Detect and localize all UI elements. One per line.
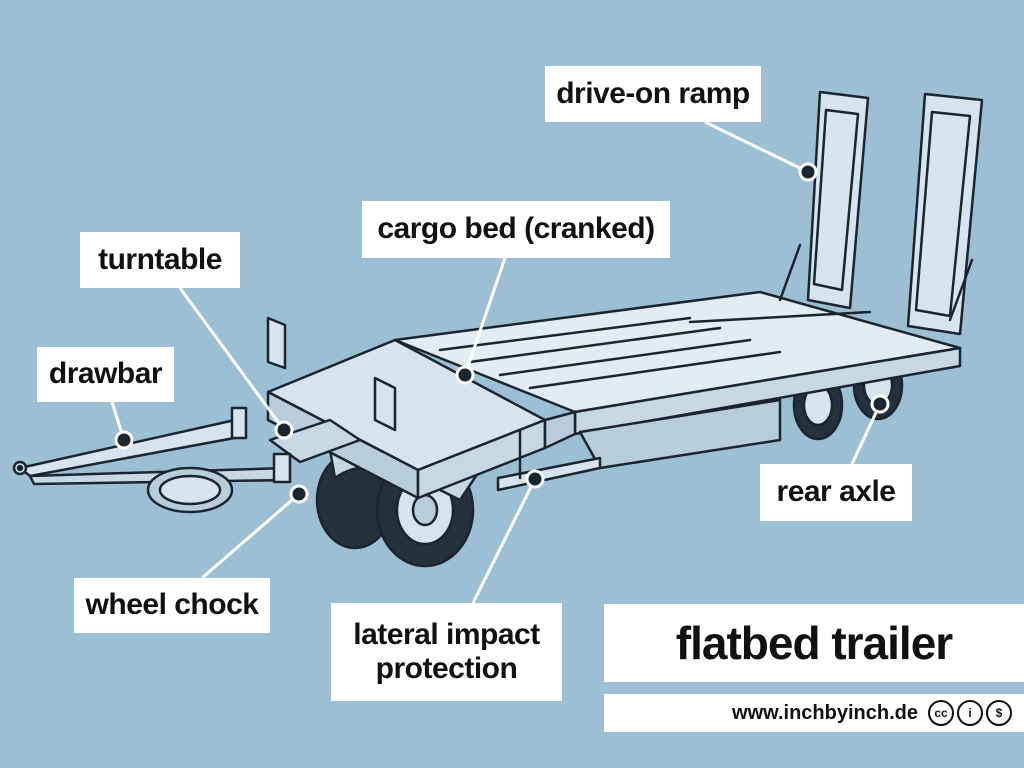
spare-wheel-drawing xyxy=(146,466,234,514)
label-rear-axle: rear axle xyxy=(760,464,912,521)
diagram-title: flatbed trailer xyxy=(604,604,1024,682)
label-lateral-impact-line1: lateral impact xyxy=(353,617,540,651)
label-drawbar: drawbar xyxy=(37,347,174,402)
by-icon: i xyxy=(957,700,983,726)
leader-line-lateral-impact xyxy=(471,478,537,604)
drawbar-drawing xyxy=(12,418,292,486)
ramps-drawing xyxy=(778,90,984,336)
leader-dots xyxy=(114,162,890,504)
leader-line-turntable xyxy=(178,287,286,431)
label-drive-on-ramp: drive-on ramp xyxy=(545,66,761,122)
label-cargo-bed: cargo bed (cranked) xyxy=(362,201,670,258)
leader-dot-drive-on-ramp xyxy=(798,162,818,182)
label-turntable: turntable xyxy=(80,232,240,288)
label-lateral-impact-protection: lateral impact protection xyxy=(331,603,562,701)
leader-dot-rear-axle xyxy=(870,394,890,414)
leader-dot-drawbar xyxy=(114,430,134,450)
leader-dot-wheel-chock xyxy=(289,484,309,504)
website-url[interactable]: www.inchbyinch.de xyxy=(732,701,918,724)
cargo-bed-drawing xyxy=(393,290,962,470)
lateral-impact-drawing xyxy=(496,428,602,492)
leader-line-rear-axle xyxy=(850,403,882,465)
label-wheel-chock: wheel chock xyxy=(74,578,270,633)
leader-dot-turntable xyxy=(274,420,294,440)
leader-line-wheel-chock xyxy=(201,492,300,580)
leader-dot-lateral-impact xyxy=(525,469,545,489)
label-lateral-impact-line2: protection xyxy=(375,652,518,685)
nc-icon: $ xyxy=(986,700,1012,726)
leader-line-drive-on-ramp xyxy=(704,120,809,174)
leader-dot-cargo-bed xyxy=(455,365,475,385)
leader-line-cargo-bed xyxy=(463,257,507,376)
leader-lines xyxy=(110,120,882,604)
cc-icon: cc xyxy=(928,700,954,726)
front-bed-drawing xyxy=(230,316,547,500)
license-icons: cc i $ xyxy=(928,700,1012,726)
credit-footer: www.inchbyinch.de cc i $ xyxy=(604,694,1024,732)
